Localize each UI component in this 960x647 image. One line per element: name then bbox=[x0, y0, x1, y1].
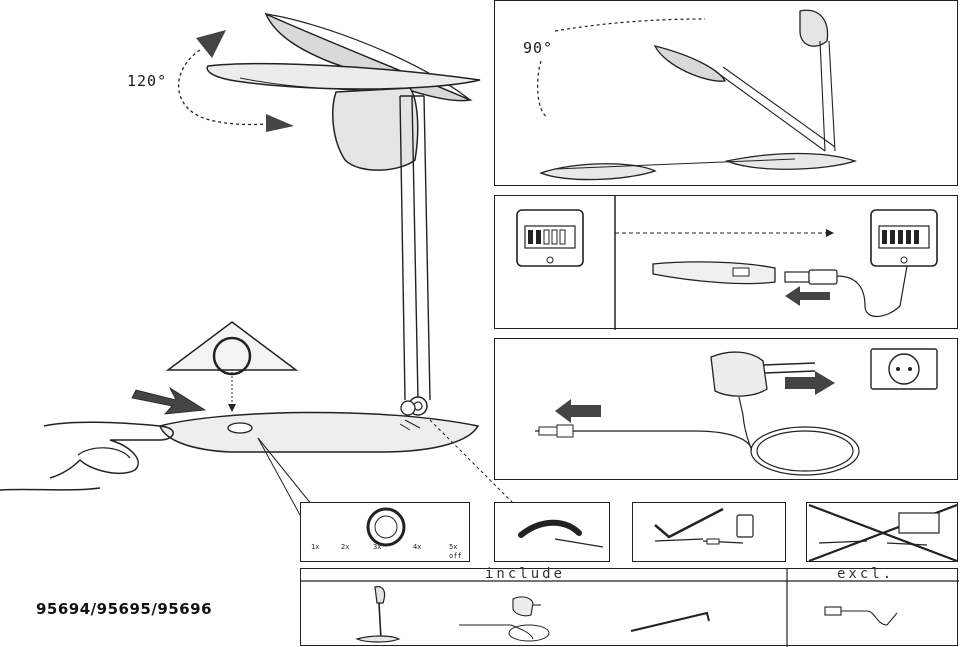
model-number: 95694/95695/95696 bbox=[36, 600, 213, 618]
charging-drawing bbox=[516, 196, 938, 330]
cross-usage-drawing bbox=[808, 503, 958, 563]
touch-mode-3x: 3x bbox=[373, 543, 382, 551]
touch-mode-5x: 5x bbox=[449, 543, 458, 551]
hinge-detail-drawing bbox=[518, 519, 604, 548]
push-arrow bbox=[131, 386, 207, 415]
panel-power-adapter bbox=[494, 338, 958, 480]
include-label: include bbox=[485, 566, 566, 582]
check-usage-drawing bbox=[654, 507, 754, 545]
angle-label-120: 120° bbox=[127, 72, 168, 90]
panel-phone-charging bbox=[494, 195, 958, 330]
dial-indicator bbox=[165, 321, 299, 412]
panel-correct-usage bbox=[632, 502, 786, 562]
touch-mode-1x: 1x bbox=[311, 543, 320, 551]
touch-mode-4x: 4x bbox=[413, 543, 422, 551]
hand-drawing bbox=[0, 421, 174, 491]
rotation-arc-120 bbox=[177, 30, 294, 132]
panel-incorrect-usage bbox=[806, 502, 958, 563]
lamp-pole bbox=[399, 95, 431, 401]
leader-line-touch bbox=[257, 437, 313, 506]
arm-rotation-drawing bbox=[537, 9, 858, 181]
package-items-drawing bbox=[301, 569, 959, 647]
touch-mode-2x: 2x bbox=[341, 543, 350, 551]
head-joint bbox=[332, 87, 419, 171]
panel-touch-modes: 1x 2x 3x 4x 5x off bbox=[300, 502, 470, 562]
lamp-base bbox=[159, 411, 480, 453]
adapter-drawing bbox=[535, 348, 938, 476]
touch-mode-off: off bbox=[449, 552, 462, 560]
angle-label-90: 90° bbox=[523, 39, 554, 57]
panel-package-contents: include excl. bbox=[300, 566, 959, 647]
panel-hinge-detail bbox=[494, 502, 610, 562]
pole-hinge bbox=[400, 396, 428, 416]
panel-arm-rotation: 90° bbox=[494, 0, 958, 186]
touch-ring-drawing bbox=[366, 507, 406, 547]
excluded-label: excl. bbox=[837, 566, 895, 582]
